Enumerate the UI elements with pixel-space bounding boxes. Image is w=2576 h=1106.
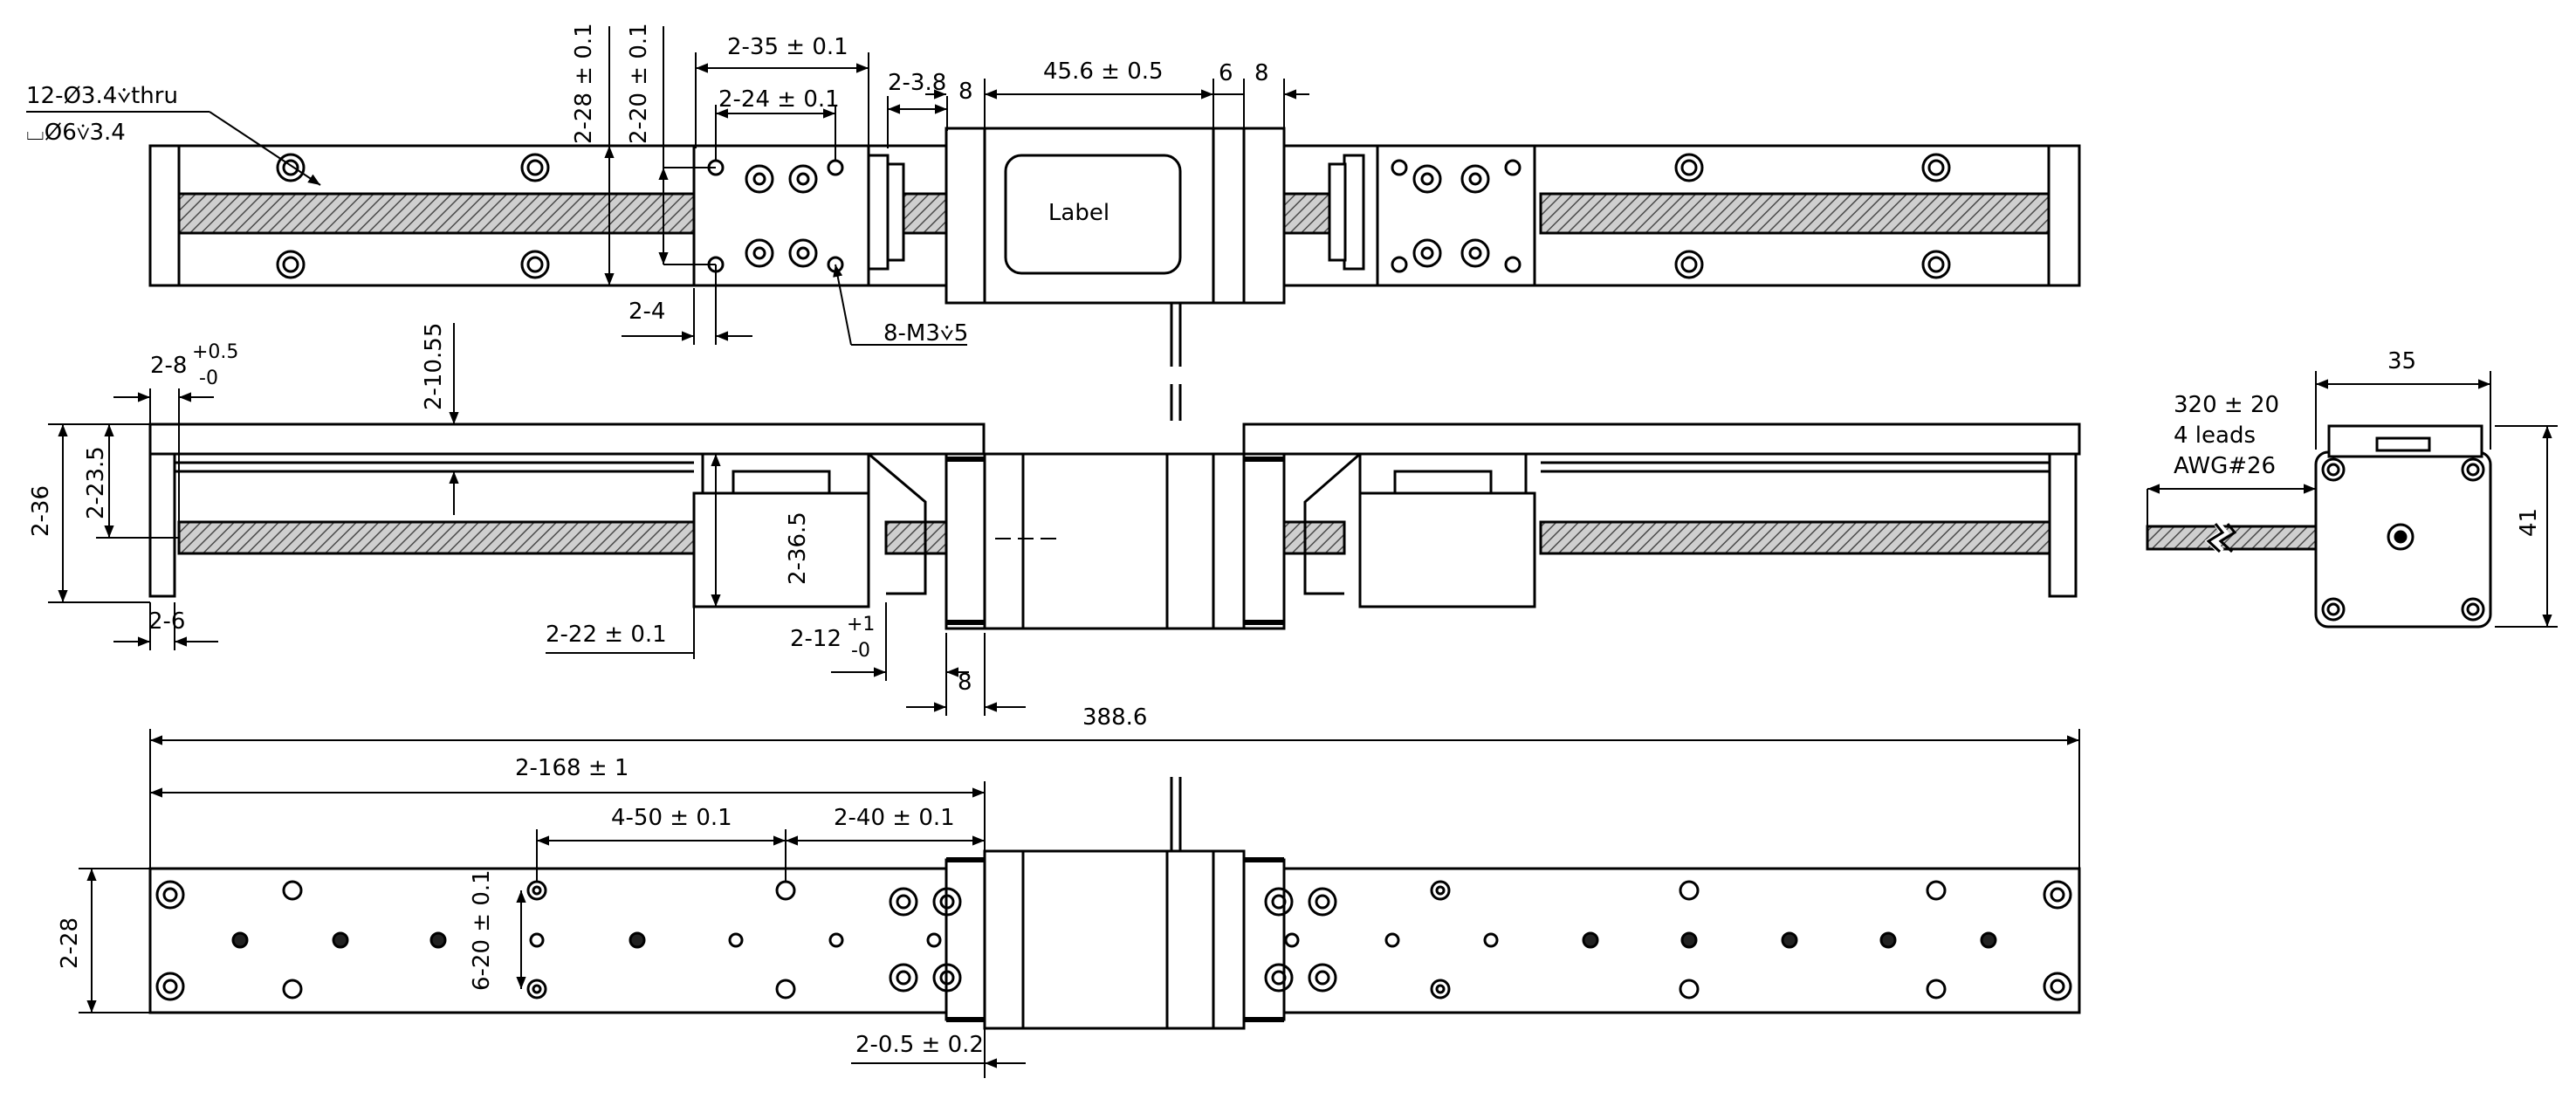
dim-6-20: 6-20 ± 0.1 (469, 869, 495, 991)
dim-2-0-5: 2-0.5 ± 0.2 (855, 1032, 984, 1058)
dim-2-40: 2-40 ± 0.1 (834, 805, 955, 831)
overall-length: 388.6 (1082, 704, 1147, 731)
dim-2-168: 2-168 ± 1 (515, 755, 629, 781)
dim-2-20: 2-20 ± 0.1 (626, 23, 652, 144)
dim-2-8-tol-up: +0.5 (192, 341, 238, 363)
dim-2-8-tol-low: -0 (199, 368, 218, 389)
front-view-dimensions (48, 323, 1026, 716)
thread-note: 8-M3⩒5 (883, 320, 968, 347)
lead-screw-right (1539, 192, 2050, 235)
front-carriage-left (692, 491, 870, 608)
front-carriage-right (1358, 491, 1536, 608)
dim-2-35: 2-35 ± 0.1 (727, 34, 848, 60)
dim-2-23-5: 2-23.5 (83, 446, 109, 519)
dim-6: 6 (1219, 60, 1233, 86)
top-view-dimensions (26, 26, 1309, 346)
holes-note-2: ⌴Ø6⩒3.4 (26, 120, 126, 146)
dim-2-36-5: 2-36.5 (785, 512, 811, 585)
dim-8-front: 8 (958, 670, 972, 696)
end-view-dimensions (2147, 371, 2558, 628)
rail-holes-top (276, 153, 1951, 279)
dim-45-6: 45.6 ± 0.5 (1043, 58, 1164, 85)
dim-2-22: 2-22 ± 0.1 (546, 622, 667, 648)
dim-4-50: 4-50 ± 0.1 (611, 805, 732, 831)
lead-count: 4 leads (2174, 422, 2256, 449)
end-view (2146, 424, 2492, 629)
lead-gauge: AWG#26 (2174, 453, 2276, 479)
holes-note-1: 12-Ø3.4⩒thru (26, 83, 178, 109)
dim-2-8: 2-8 (150, 353, 187, 379)
top-carriage-right (1376, 144, 1536, 287)
dim-2-10-55: 2-10.55 (421, 323, 447, 410)
end-height: 41 (2516, 508, 2542, 537)
bottom-view (148, 777, 2081, 1030)
dim-2-6: 2-6 (148, 608, 185, 635)
dim-8-left: 8 (958, 79, 973, 105)
dim-2-12-tol-up: +1 (847, 614, 875, 635)
dim-2-4: 2-4 (629, 299, 665, 325)
dim-2-28-top: 2-28 ± 0.1 (571, 23, 597, 144)
front-view (148, 384, 2081, 630)
lead-screw-left (177, 192, 696, 235)
dimension-labels: 12-Ø3.4⩒thru ⌴Ø6⩒3.4 2-35 ± 0.1 2-24 ± 0… (26, 23, 2542, 1058)
bottom-motor (983, 849, 1246, 1030)
dim-2-36: 2-36 (28, 485, 54, 537)
dim-2-3-8: 2-3.8 (888, 70, 946, 96)
dim-8-right: 8 (1254, 60, 1269, 86)
dim-2-12-tol-low: -0 (851, 640, 870, 662)
lead-length: 320 ± 20 (2174, 392, 2279, 418)
bottom-view-dimensions (79, 729, 2080, 1078)
label-text: Label (1048, 200, 1109, 226)
dim-2-28-bottom: 2-28 (57, 917, 83, 969)
front-motor (945, 452, 1286, 630)
end-width: 35 (2387, 348, 2416, 374)
label-plate (1004, 154, 1182, 275)
top-view: Label (148, 127, 2081, 367)
dim-2-24: 2-24 ± 0.1 (718, 86, 840, 113)
bottom-holes (155, 880, 2072, 1001)
dim-2-12: 2-12 (790, 626, 841, 652)
